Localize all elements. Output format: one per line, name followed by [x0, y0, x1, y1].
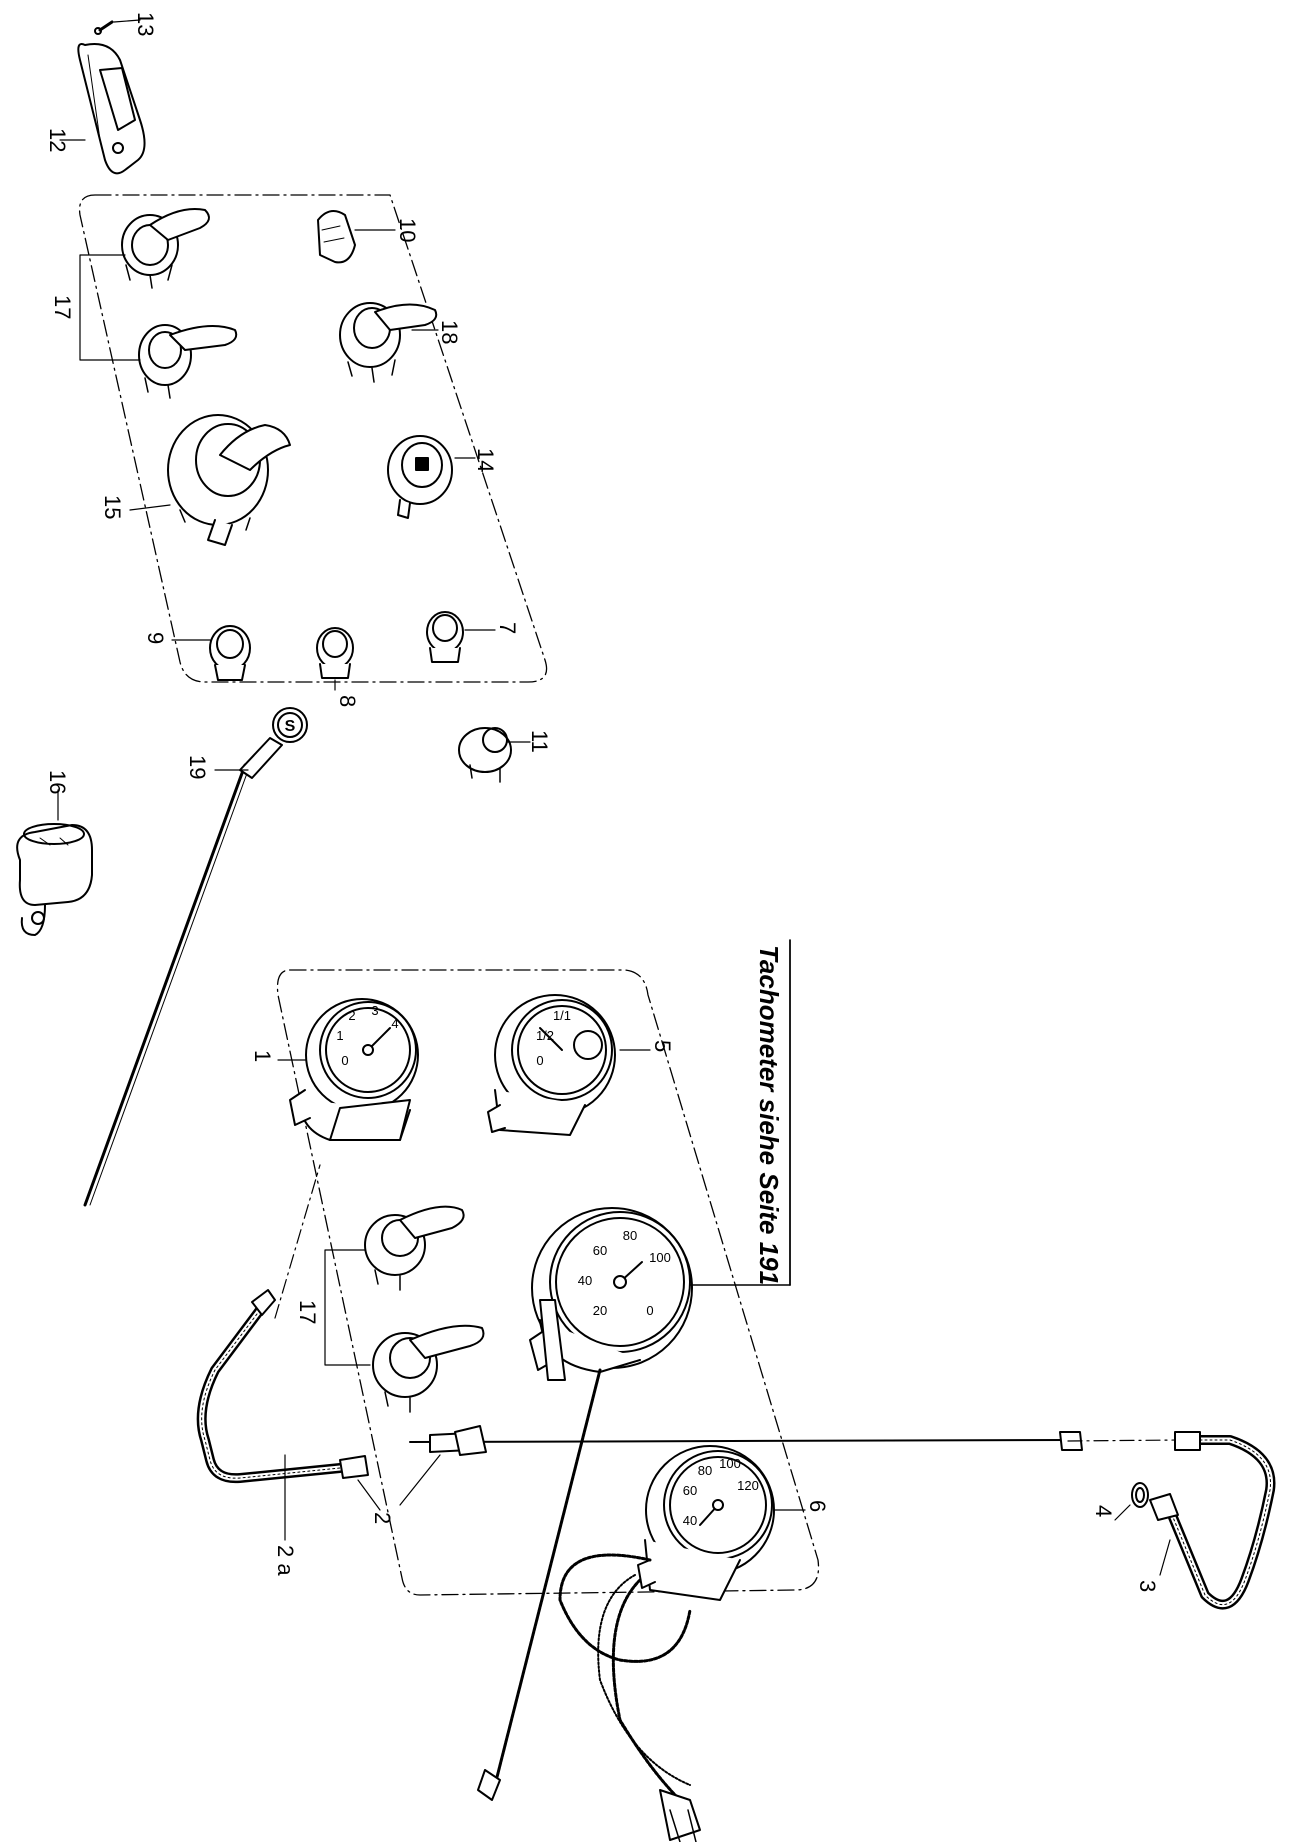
callout-10: 10	[395, 218, 420, 242]
lamp-housing-part-12	[59, 43, 146, 175]
fuel-scale-half: 1/2	[536, 1028, 554, 1043]
fuel-scale-full: 1/1	[553, 1008, 571, 1023]
flex-pipe-part-2a	[196, 1305, 345, 1484]
lower-panel-frame	[276, 969, 820, 1596]
callout-1: 1	[250, 1050, 275, 1062]
speedo-scale-60: 60	[593, 1243, 607, 1258]
toggle-switch-part-17-c	[364, 1205, 465, 1291]
callout-bracket-17-lower	[324, 1249, 371, 1366]
screw-part-13	[94, 19, 141, 35]
washer-part-4	[1114, 1482, 1149, 1521]
warning-lamp-part-8	[316, 627, 354, 679]
callout-19: 19	[185, 755, 210, 779]
speedometer-cable	[493, 1368, 602, 1787]
callout-6: 6	[805, 1500, 830, 1512]
callout-16: 16	[45, 770, 70, 794]
callout-13: 13	[133, 12, 158, 36]
callout-5: 5	[650, 1040, 675, 1052]
pressure-scale-0: 0	[341, 1053, 348, 1068]
toggle-switch-part-17-d	[372, 1324, 485, 1413]
callout-lines-2	[357, 1454, 441, 1511]
ignition-switch-part-15	[129, 414, 291, 546]
fuel-scale-0: 0	[536, 1053, 543, 1068]
toggle-switch-part-17-a	[121, 208, 210, 289]
capillary-tube-2	[597, 1574, 691, 1786]
callout-12: 12	[45, 128, 70, 152]
pressure-scale-3: 3	[371, 1003, 378, 1018]
callout-2a: 2 a	[273, 1545, 298, 1576]
switch-part-10	[317, 210, 396, 264]
speedo-scale-20: 20	[593, 1303, 607, 1318]
callout-18: 18	[437, 320, 462, 344]
callout-17-lower: 17	[295, 1300, 320, 1324]
callout-9: 9	[143, 632, 168, 644]
callout-bracket-17-upper	[79, 254, 141, 361]
upper-panel-frame	[78, 194, 548, 683]
switch-part-14	[387, 435, 476, 519]
pressure-scale-1: 1	[336, 1028, 343, 1043]
speedo-scale-40: 40	[578, 1273, 592, 1288]
temperature-sender	[659, 1789, 701, 1843]
pressure-scale-2: 2	[348, 1008, 355, 1023]
oil-line-part-2	[409, 1439, 1071, 1443]
callout-8: 8	[335, 695, 360, 707]
toggle-switch-part-17-b	[138, 324, 238, 399]
callout-2: 2	[370, 1512, 395, 1524]
callout-7: 7	[495, 622, 520, 634]
callout-4: 4	[1091, 1505, 1116, 1517]
callout-15: 15	[100, 495, 125, 519]
warning-lamp-part-9	[171, 625, 251, 681]
toggle-switch-part-18	[339, 302, 439, 383]
gauge6-scale-60: 60	[683, 1483, 697, 1498]
switch-part-11	[458, 727, 531, 783]
capillary-tube	[558, 1553, 692, 1802]
speedo-scale-80: 80	[623, 1228, 637, 1243]
callout-3: 3	[1135, 1580, 1160, 1592]
fuel-gauge-part-5	[487, 994, 651, 1136]
gauge6-scale-120: 120	[737, 1478, 759, 1493]
pressure-scale-4: 4	[391, 1016, 398, 1031]
warning-lamp-part-7	[426, 611, 496, 663]
callout-line-3	[1159, 1539, 1171, 1576]
callout-14: 14	[473, 448, 498, 472]
callout-11: 11	[527, 730, 552, 753]
tachometer-reference-note: Tachometer siehe Seite 191	[754, 945, 784, 1285]
speedometer	[529, 939, 791, 1381]
gauge6-scale-40: 40	[683, 1513, 697, 1528]
choke-cable-part-19	[83, 707, 308, 1207]
callout-17-upper: 17	[50, 295, 75, 319]
gauge6-scale-80: 80	[698, 1463, 712, 1478]
choke-knob-letter: S	[285, 718, 296, 735]
speedo-scale-100: 100	[649, 1250, 671, 1265]
speedometer-cable-end	[477, 1769, 501, 1801]
gauge-part-6	[637, 1445, 806, 1601]
relay-part-16	[16, 789, 93, 936]
flex-pipe-part-3	[1165, 1435, 1276, 1610]
gauge6-scale-100: 100	[719, 1456, 741, 1471]
pressure-gauge-part-1	[277, 998, 419, 1141]
speedo-scale-0: 0	[646, 1303, 653, 1318]
